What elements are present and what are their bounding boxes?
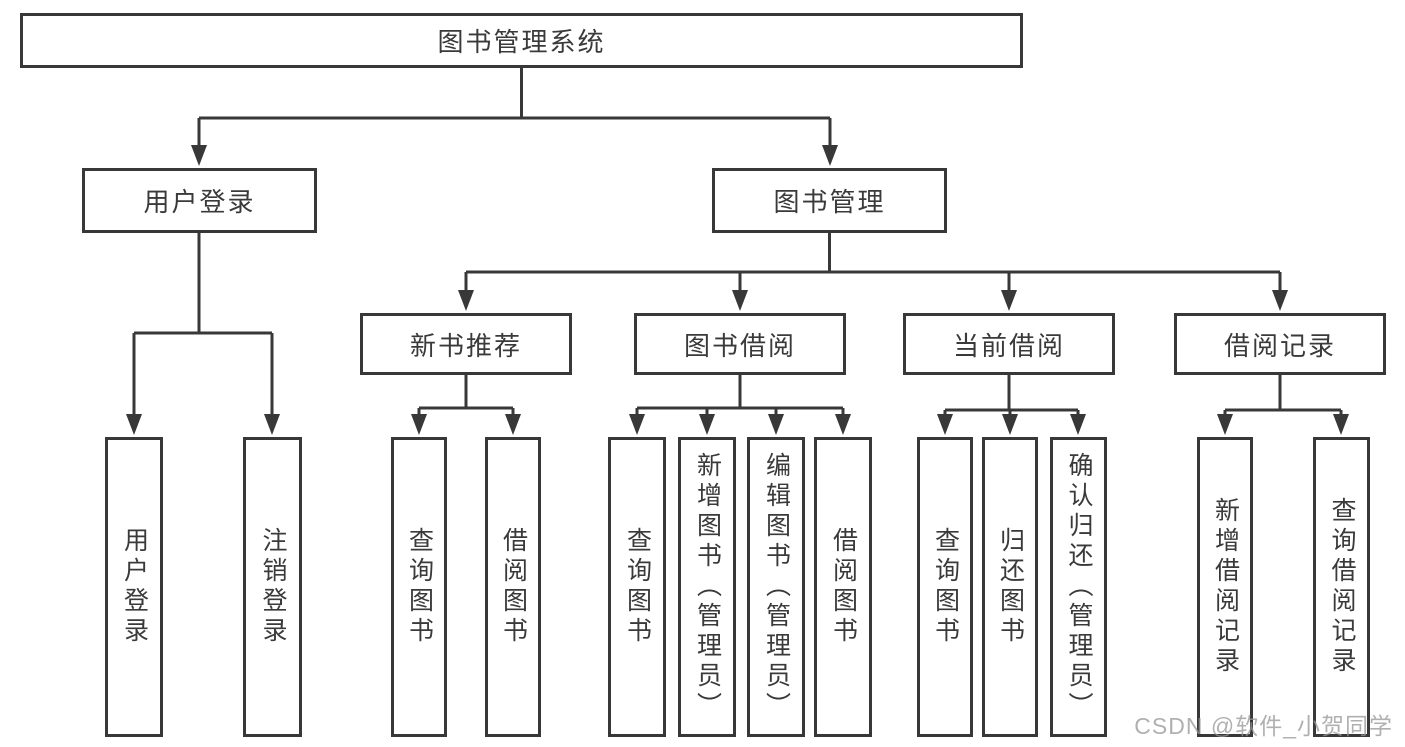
node-library-management-system: 图书管理系统 — [20, 13, 1023, 68]
leaf-borrow-books-recommend: 借阅图书 — [485, 437, 541, 737]
leaf-label: 借阅图书 — [829, 527, 858, 647]
leaf-query-books-recommend: 查询图书 — [391, 437, 447, 737]
node-user-login-branch: 用户登录 — [82, 168, 317, 233]
leaf-return-books: 归还图书 — [982, 437, 1038, 737]
node-new-book-recommend: 新书推荐 — [360, 313, 572, 375]
leaf-borrow-books: 借阅图书 — [814, 437, 872, 737]
leaf-label: 借阅图书 — [499, 527, 528, 647]
node-borrowing-records: 借阅记录 — [1174, 313, 1386, 375]
leaf-label: 查询图书 — [623, 527, 652, 647]
leaf-label: 归还图书 — [996, 527, 1025, 647]
leaf-label: 查询图书 — [931, 527, 960, 647]
leaf-label: 编辑图书（管理员） — [762, 452, 791, 722]
leaf-query-books-current: 查询图书 — [917, 437, 973, 737]
leaf-label: 新增借阅记录 — [1211, 497, 1240, 677]
node-current-borrowing: 当前借阅 — [903, 313, 1115, 375]
leaf-label: 查询借阅记录 — [1328, 497, 1356, 677]
leaf-user-login: 用户登录 — [105, 437, 163, 737]
leaf-logout: 注销登录 — [243, 437, 302, 737]
leaf-label: 查询图书 — [405, 527, 434, 647]
leaf-query-books-borrowing: 查询图书 — [608, 437, 666, 737]
leaf-edit-books-admin: 编辑图书（管理员） — [747, 437, 805, 737]
node-book-borrowing: 图书借阅 — [634, 313, 846, 375]
csdn-watermark: CSDN @软件_小贺同学 — [1134, 713, 1393, 739]
leaf-add-books-admin: 新增图书（管理员） — [678, 437, 736, 737]
leaf-query-borrow-record: 查询借阅记录 — [1313, 437, 1370, 737]
leaf-label: 用户登录 — [120, 527, 149, 647]
leaf-add-borrow-record: 新增借阅记录 — [1197, 437, 1253, 737]
leaf-label: 注销登录 — [259, 527, 287, 647]
leaf-label: 确认归还（管理员） — [1065, 452, 1093, 722]
leaf-label: 新增图书（管理员） — [693, 452, 722, 722]
node-book-management-branch: 图书管理 — [712, 168, 947, 233]
leaf-confirm-return-admin: 确认归还（管理员） — [1050, 437, 1107, 737]
